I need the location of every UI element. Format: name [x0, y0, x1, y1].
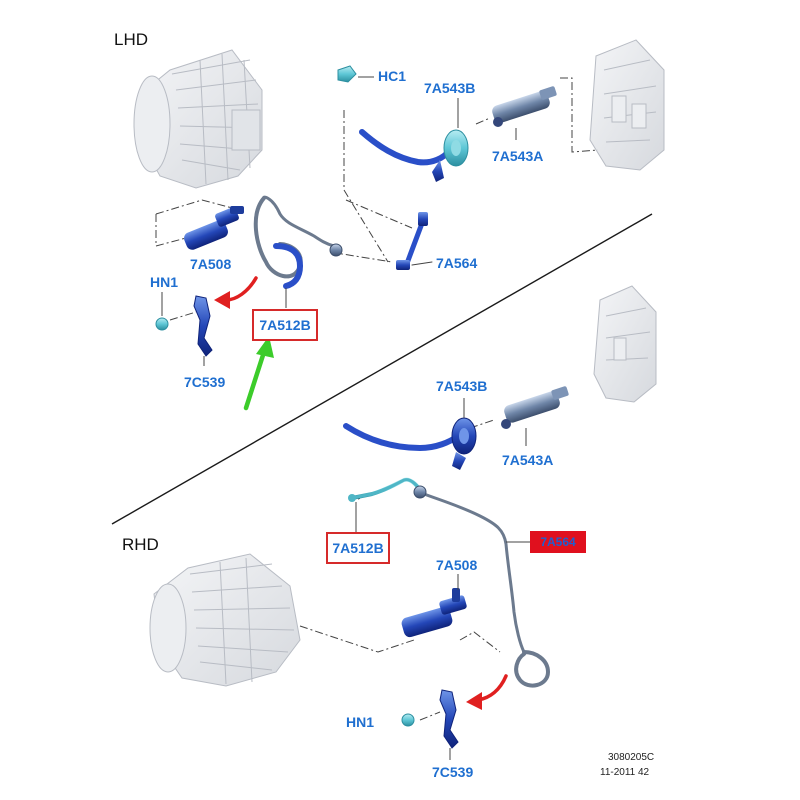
feed-hose-rhd	[343, 423, 461, 452]
label-7a543a-lhd: 7A543A	[492, 148, 544, 164]
label-hn1-rhd: HN1	[346, 714, 375, 730]
actuator-7a543a-rhd	[501, 386, 569, 446]
label-7a564-lhd: 7A564	[436, 255, 478, 271]
master-cylinder-7a508-lhd	[184, 206, 244, 250]
reservoir-hose-hc1	[337, 65, 374, 83]
drawing-code: 3080205C	[608, 752, 655, 763]
bracket-sketch-rhd	[593, 285, 657, 403]
red-arrow-lhd	[214, 276, 258, 309]
pedal-bracket-7c539-rhd	[439, 689, 459, 760]
highlighted-label-7a512b-lhd: 7A512B	[252, 309, 318, 341]
line-end-rhd	[348, 494, 356, 502]
leader-lines-lhd	[155, 77, 599, 321]
section-title-rhd: RHD	[122, 535, 159, 554]
actuator-7a543a-lhd	[492, 86, 557, 140]
clip-hn1-lhd	[155, 292, 169, 331]
section-title-lhd: LHD	[114, 30, 149, 49]
transmission-sketch-rhd	[149, 553, 301, 687]
green-arrow-lhd	[243, 336, 274, 411]
master-cylinder-7a508-rhd	[401, 574, 467, 638]
slave-cylinder-7a543b-lhd	[432, 98, 469, 182]
pipe-7a564-lhd	[396, 212, 433, 270]
label-7a543a-rhd: 7A543A	[502, 452, 554, 468]
line-connector-rhd	[413, 485, 427, 499]
line-connector-lhd	[329, 243, 343, 257]
highlighted-label-7a512b-rhd: 7A512B	[326, 532, 390, 564]
feed-hose-lhd	[359, 129, 453, 166]
bracket-sketch-lhd	[589, 39, 665, 171]
section-divider-line	[111, 213, 653, 525]
hydraulic-line-lhd	[253, 195, 336, 289]
label-hc1-lhd: HC1	[378, 68, 407, 84]
label-7a508-lhd: 7A508	[190, 256, 232, 272]
clip-hn1-rhd	[401, 713, 415, 727]
drawing-date: 11-2011 42	[600, 767, 650, 778]
slave-cylinder-7a543b-rhd	[451, 398, 477, 470]
hydraulic-line-rhd	[350, 477, 551, 688]
label-7a543b-rhd: 7A543B	[436, 378, 488, 394]
label-hn1-lhd: HN1	[150, 274, 179, 290]
highlighted-label-7a564-rhd: 7A564	[530, 531, 586, 553]
label-7a543b-lhd: 7A543B	[424, 80, 476, 96]
transmission-sketch-lhd	[133, 49, 263, 189]
label-7c539-lhd: 7C539	[184, 374, 226, 390]
label-7a508-rhd: 7A508	[436, 557, 478, 573]
pedal-bracket-7c539-lhd	[193, 295, 213, 366]
label-7c539-rhd: 7C539	[432, 764, 474, 780]
red-arrow-rhd	[466, 674, 508, 710]
